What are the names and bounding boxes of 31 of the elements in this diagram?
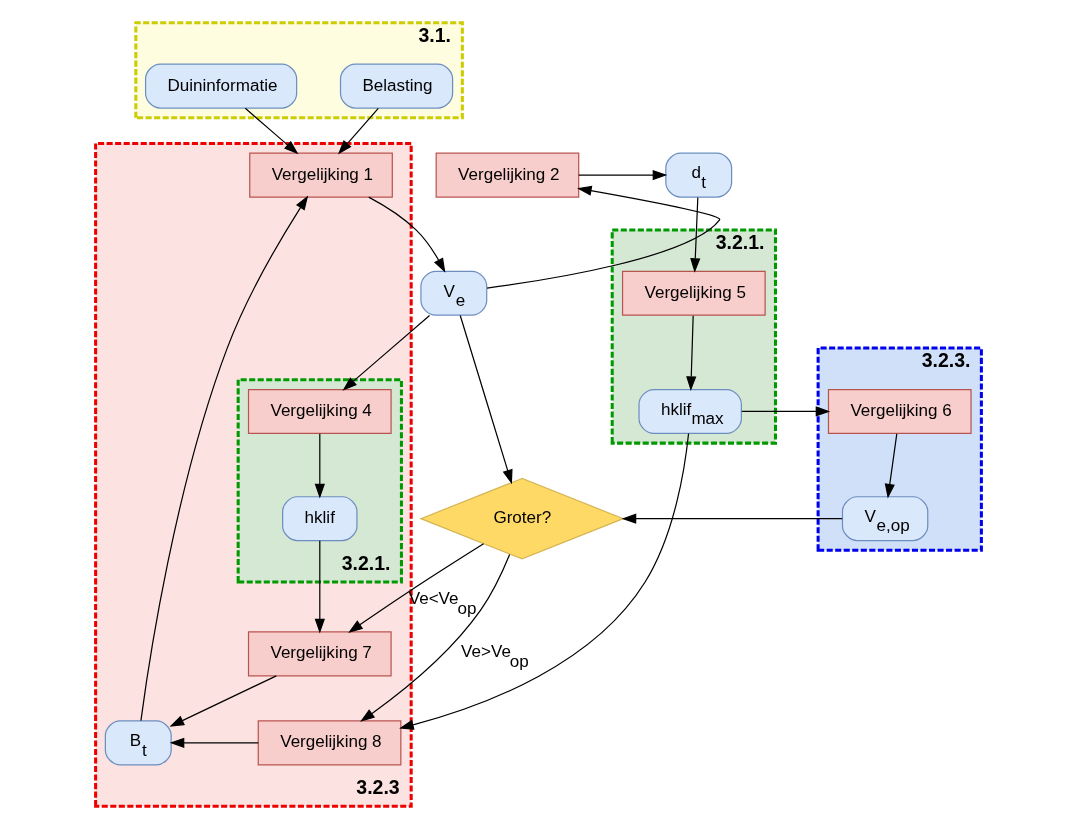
arrow <box>244 107 298 155</box>
arrow <box>314 433 325 499</box>
arrow <box>342 314 430 391</box>
node-box: Vergelijking 4 <box>247 388 392 434</box>
node-box: Vergelijking 2 <box>435 152 579 198</box>
arrow <box>169 675 277 727</box>
arrow <box>621 513 843 524</box>
node-box: Vergelijking 8 <box>257 720 401 766</box>
arrow <box>367 196 445 273</box>
arrow <box>884 433 897 499</box>
arrow <box>347 543 484 633</box>
node-diamond: Groter? <box>418 477 625 560</box>
arrow <box>398 432 689 730</box>
arrow <box>685 315 696 391</box>
arrow <box>169 737 259 748</box>
arrow <box>485 185 720 289</box>
node-box: Duininformatie <box>144 63 297 109</box>
arrow <box>314 540 325 634</box>
arrow <box>359 553 510 722</box>
node-box: Vergelijking 7 <box>247 631 392 677</box>
arrow <box>337 107 379 155</box>
arrow <box>577 169 667 181</box>
node-box: hklif <box>281 496 358 542</box>
node-box: Vergelijking 6 <box>827 388 972 434</box>
node-box: Vergelijking 1 <box>248 152 393 198</box>
arrow <box>689 196 700 273</box>
arrow <box>139 195 308 722</box>
arrow <box>740 406 830 417</box>
node-box: Vergelijking 5 <box>621 270 766 316</box>
arrow <box>459 314 513 485</box>
node-box: Belasting <box>339 63 453 109</box>
